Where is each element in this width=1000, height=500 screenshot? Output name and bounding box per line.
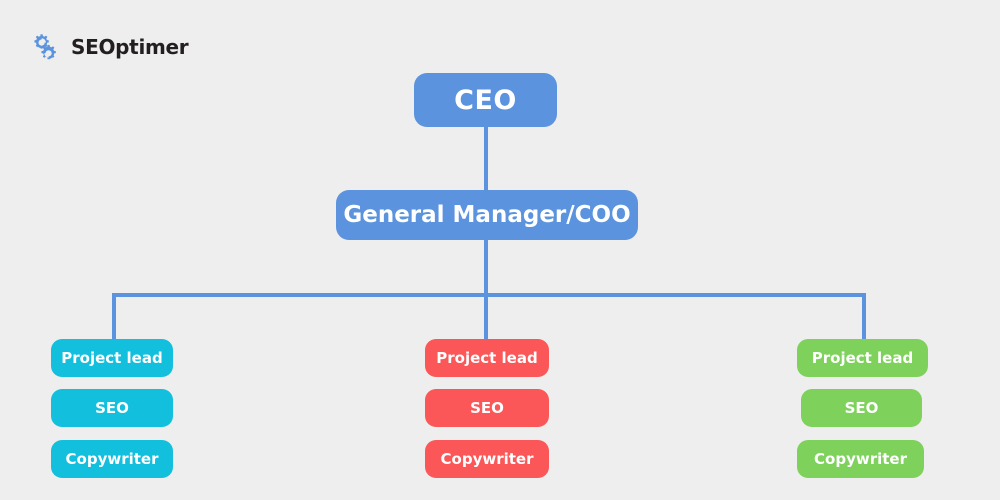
connector-horizontal-bus xyxy=(112,293,866,297)
node-team-2-project-lead[interactable]: Project lead xyxy=(425,339,549,377)
connector-gm-stem xyxy=(484,240,488,297)
gears-refresh-icon xyxy=(28,30,62,64)
connector-ceo-to-gm xyxy=(484,127,488,190)
node-team-2-copywriter[interactable]: Copywriter xyxy=(425,440,549,478)
node-team-1-copywriter[interactable]: Copywriter xyxy=(51,440,173,478)
connector-drop-team-1 xyxy=(112,293,116,339)
node-team-1-seo[interactable]: SEO xyxy=(51,389,173,427)
node-team-1-project-lead[interactable]: Project lead xyxy=(51,339,173,377)
node-general-manager[interactable]: General Manager/COO xyxy=(336,190,638,240)
node-team-3-project-lead[interactable]: Project lead xyxy=(797,339,928,377)
node-team-2-seo[interactable]: SEO xyxy=(425,389,549,427)
node-team-3-copywriter[interactable]: Copywriter xyxy=(797,440,924,478)
node-team-3-seo[interactable]: SEO xyxy=(801,389,922,427)
connector-drop-team-2 xyxy=(484,293,488,339)
brand-logo: SEOptimer xyxy=(28,30,189,64)
connector-drop-team-3 xyxy=(862,293,866,339)
brand-name: SEOptimer xyxy=(71,35,189,59)
node-ceo[interactable]: CEO xyxy=(414,73,557,127)
